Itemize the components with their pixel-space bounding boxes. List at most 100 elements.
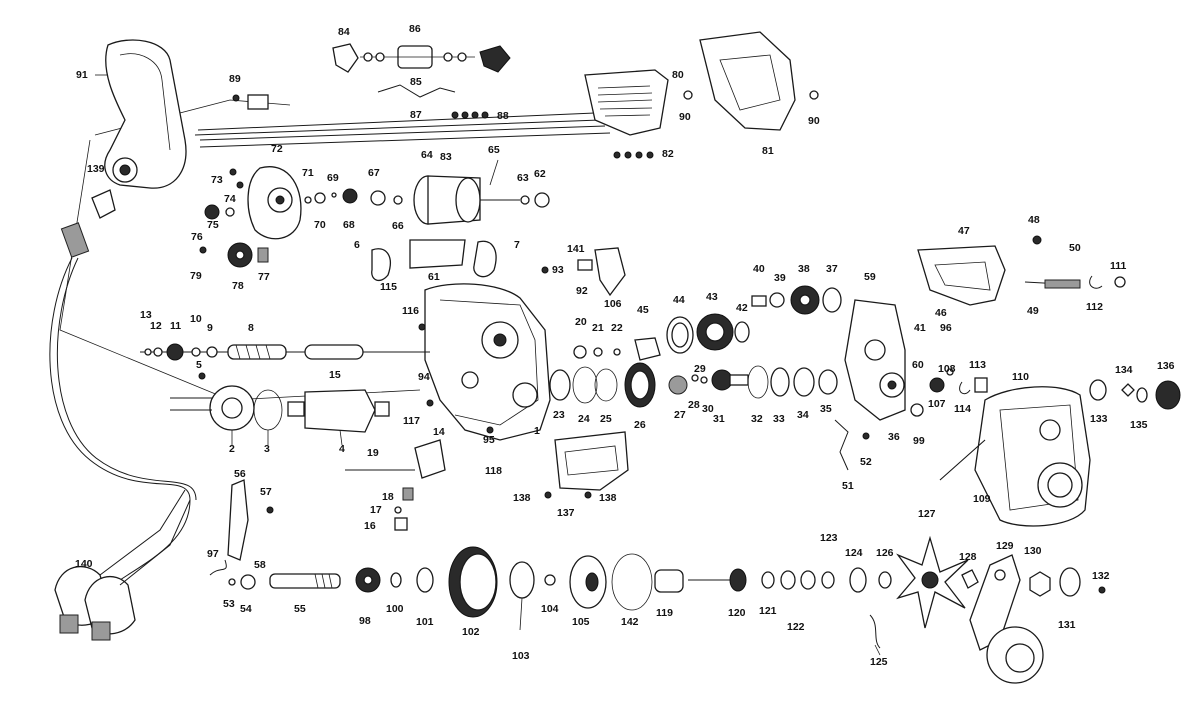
callout-90: 90	[679, 111, 691, 123]
callout-140: 140	[75, 558, 93, 570]
callout-4: 4	[339, 443, 345, 455]
callout-73: 73	[211, 174, 223, 186]
callout-56: 56	[234, 468, 246, 480]
callout-112: 112	[1086, 301, 1103, 313]
callout-45: 45	[637, 304, 649, 316]
side-frame-35-36	[834, 299, 906, 471]
callout-97: 97	[207, 548, 219, 560]
callout-62: 62	[534, 168, 546, 180]
callout-36: 36	[888, 431, 900, 443]
callout-32: 32	[751, 413, 763, 425]
callout-8: 8	[248, 322, 254, 334]
callout-118: 118	[485, 465, 502, 477]
callout-93: 93	[552, 264, 564, 276]
callout-90b: 90	[808, 115, 820, 127]
callout-135: 135	[1130, 419, 1148, 431]
callout-3: 3	[264, 443, 270, 455]
callout-75: 75	[207, 219, 219, 231]
callout-134: 134	[1115, 364, 1133, 376]
drive-train-middle	[549, 313, 838, 408]
parts-133-136	[1089, 379, 1181, 410]
callout-38: 38	[798, 263, 810, 275]
callout-117: 117	[403, 415, 420, 427]
callout-131: 131	[1058, 619, 1076, 631]
spool-shaft-parts	[304, 188, 403, 206]
callout-37: 37	[826, 263, 838, 275]
covers-6-61-7	[371, 239, 497, 282]
callout-40: 40	[753, 263, 765, 275]
callout-88: 88	[497, 110, 509, 122]
callout-1: 1	[534, 425, 540, 437]
callout-34: 34	[797, 409, 809, 421]
callout-25: 25	[600, 413, 612, 425]
callout-106: 106	[604, 298, 622, 310]
worm-shaft-8	[140, 343, 430, 361]
callout-77: 77	[258, 271, 270, 283]
callout-107: 107	[928, 398, 946, 410]
callout-125: 125	[870, 656, 888, 668]
callout-83: 83	[440, 151, 452, 163]
callout-51: 51	[842, 480, 854, 492]
callout-41: 41	[914, 322, 926, 334]
callout-104: 104	[541, 603, 559, 615]
callout-94: 94	[418, 371, 430, 383]
callout-100: 100	[386, 603, 404, 615]
callout-130: 130	[1024, 545, 1042, 557]
callout-70: 70	[314, 219, 326, 231]
motor-assembly	[170, 372, 390, 433]
callout-27: 27	[674, 409, 686, 421]
callout-80: 80	[672, 69, 684, 81]
callout-81: 81	[762, 145, 774, 157]
cover-137	[544, 431, 629, 499]
callout-54: 54	[240, 603, 252, 615]
callout-46: 46	[935, 307, 947, 319]
callout-133: 133	[1090, 413, 1108, 425]
side-plate-72	[199, 166, 302, 268]
leader-lines	[95, 74, 986, 656]
callout-43: 43	[706, 291, 718, 303]
callout-86: 86	[409, 23, 421, 35]
callout-108: 108	[938, 363, 956, 375]
callout-28: 28	[688, 399, 700, 411]
levelwind-parts	[345, 439, 446, 531]
callout-92: 92	[576, 285, 588, 297]
callout-114: 114	[954, 403, 971, 415]
plug-140	[54, 489, 191, 641]
callout-139: 139	[87, 163, 105, 175]
callout-103: 103	[512, 650, 530, 662]
callout-49: 49	[1027, 305, 1039, 317]
callout-78: 78	[232, 280, 244, 292]
drive-gears-upper-right	[751, 285, 842, 315]
callout-30: 30	[702, 403, 714, 415]
callout-21: 21	[592, 322, 604, 334]
callout-63: 63	[517, 172, 529, 184]
callout-99: 99	[913, 435, 925, 447]
callout-2: 2	[229, 443, 235, 455]
main-frame-1	[418, 283, 551, 441]
callout-138b: 138	[599, 492, 617, 504]
bracket-46-47	[917, 235, 1081, 306]
callout-52: 52	[860, 456, 872, 468]
callout-98: 98	[359, 615, 371, 627]
callout-84: 84	[338, 26, 350, 38]
callout-122: 122	[787, 621, 805, 633]
callout-91: 91	[76, 69, 88, 81]
callout-9: 9	[207, 322, 213, 334]
side-cover-110	[939, 386, 1091, 527]
callout-26: 26	[634, 419, 646, 431]
callout-labels: 1 2 3 4 5 6 7 8 9 10 11 12 13 14 15 16 1…	[75, 23, 1175, 668]
callout-7: 7	[514, 239, 520, 251]
callout-59: 59	[864, 271, 876, 283]
callout-60: 60	[912, 359, 924, 371]
callout-120: 120	[728, 607, 746, 619]
callout-87: 87	[410, 109, 422, 121]
callout-82: 82	[662, 148, 674, 160]
callout-69: 69	[327, 172, 339, 184]
callout-115: 115	[380, 281, 397, 293]
callout-15: 15	[329, 369, 341, 381]
callout-113: 113	[969, 359, 986, 371]
callout-127: 127	[918, 508, 936, 520]
callout-53: 53	[223, 598, 235, 610]
handle-shaft-assembly	[209, 479, 1106, 684]
